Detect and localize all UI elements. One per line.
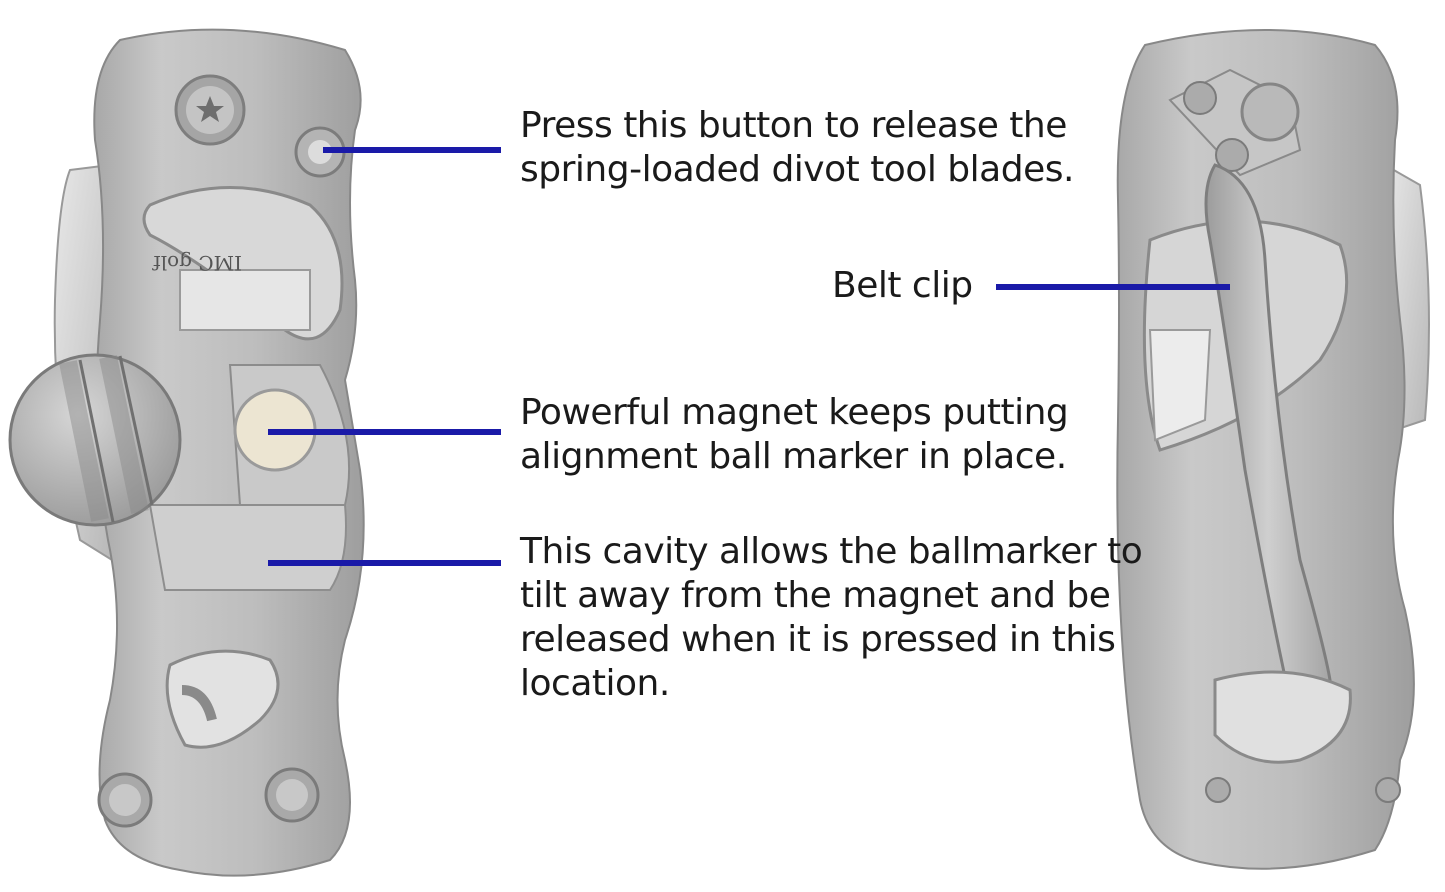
callout-text: Press this button to release the	[520, 105, 1067, 146]
callout-line-cavity	[268, 560, 501, 566]
callout-line-belt-clip	[996, 284, 1230, 290]
callout-text: alignment ball marker in place.	[520, 436, 1067, 477]
callout-text: released when it is pressed in this	[520, 619, 1116, 660]
screw-icon	[1205, 777, 1231, 803]
screw-icon	[1183, 81, 1217, 115]
callout-cavity: This cavity allows the ballmarker to til…	[520, 530, 1143, 706]
screw-icon	[1215, 138, 1249, 172]
tool-back-view	[1116, 29, 1430, 870]
back-button	[1240, 82, 1300, 142]
callout-text: location.	[520, 663, 670, 704]
callout-text: spring-loaded divot tool blades.	[520, 149, 1074, 190]
back-opener-window	[1213, 670, 1352, 764]
callout-text: Powerful magnet keeps putting	[520, 392, 1069, 433]
screw-icon	[1375, 777, 1401, 803]
callout-line-button	[323, 147, 501, 153]
callout-button: Press this button to release the spring-…	[520, 104, 1074, 192]
blade-stamp: IMC golf	[152, 251, 242, 275]
tool-front-view: IMC golf	[8, 28, 365, 877]
callout-belt-clip: Belt clip	[832, 264, 973, 308]
ball-marker-coin	[8, 353, 182, 527]
bottle-opener-window	[165, 649, 280, 749]
cavity	[148, 504, 347, 591]
callout-line-magnet	[268, 429, 501, 435]
callout-text: Belt clip	[832, 265, 973, 306]
callout-magnet: Powerful magnet keeps putting alignment …	[520, 391, 1069, 479]
callout-text: tilt away from the magnet and be	[520, 575, 1111, 616]
callout-text: This cavity allows the ballmarker to	[520, 531, 1143, 572]
